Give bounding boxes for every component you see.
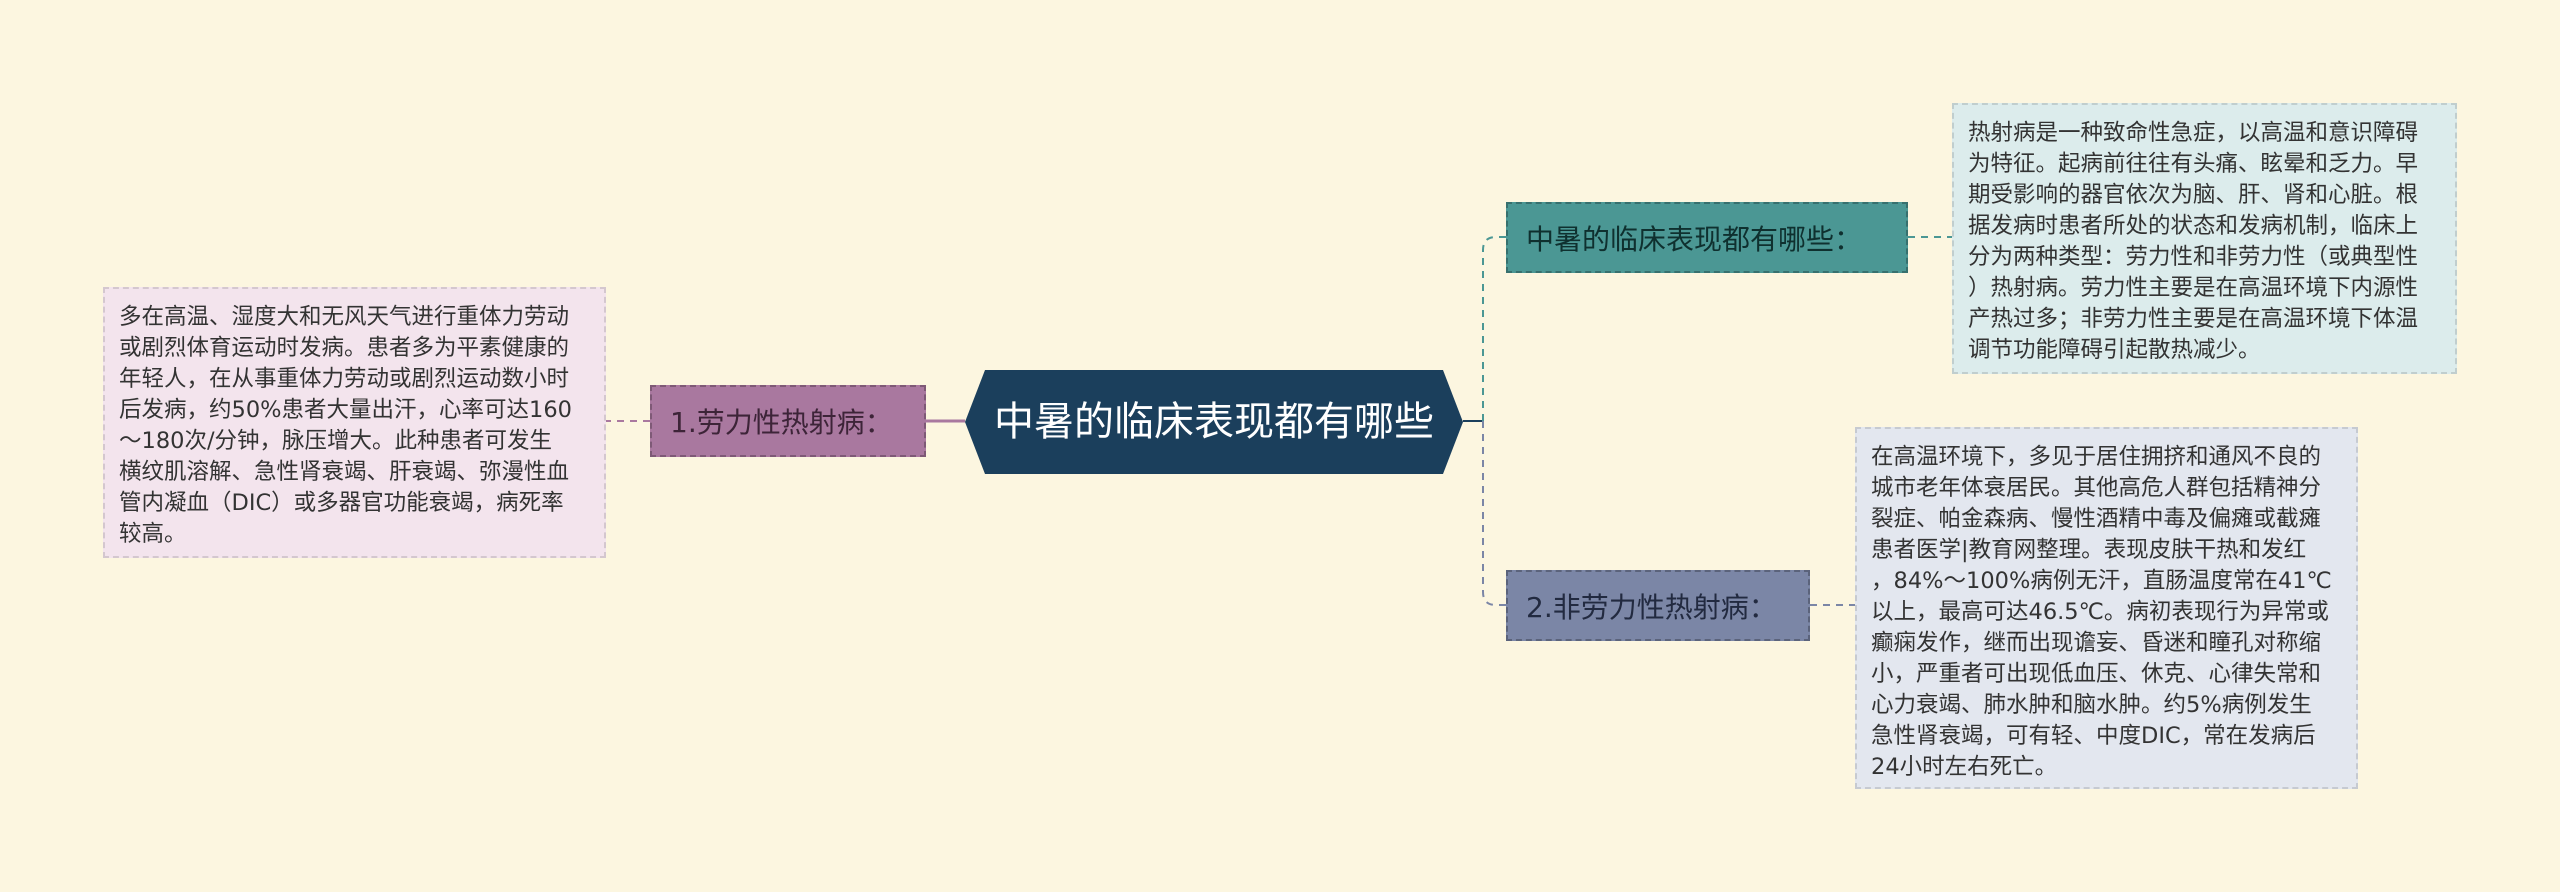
branch-label: 1.劳力性热射病： [670,406,893,439]
text-line: 年轻人，在从事重体力劳动或剧烈运动数小时 [119,366,570,392]
branch-exertional-heatstroke[interactable]: 1.劳力性热射病： [650,385,926,457]
text-line: 心力衰竭、肺水肿和脑水肿。约5%病例发生 [1871,692,2312,718]
text-line: 小，严重者可出现低血压、休克、心律失常和 [1871,661,2322,687]
text-line: 后发病，约50%患者大量出汗，心率可达160 [119,397,572,423]
text-line: 急性肾衰竭，可有轻、中度DIC，常在发病后 [1871,723,2316,749]
link-fork-top [1482,236,1506,421]
text-line: 产热过多；非劳力性主要是在高温环境下体温 [1968,306,2419,332]
text-line: 多在高温、湿度大和无风天气进行重体力劳动 [119,304,570,330]
text-line: 热射病是一种致命性急症，以高温和意识障碍 [1968,120,2419,146]
text-line: 管内凝血（DIC）或多器官功能衰竭，病死率 [119,490,564,516]
leaf-exertional-heatstroke-text[interactable]: 多在高温、湿度大和无风天气进行重体力劳动 或剧烈体育运动时发病。患者多为平素健康… [103,287,606,558]
branch-label: 中暑的临床表现都有哪些： [1526,222,1863,256]
text-line: 分为两种类型：劳力性和非劳力性（或典型性 [1968,244,2419,270]
branch-label: 2.非劳力性热射病： [1526,590,1777,624]
text-line: 城市老年体衰居民。其他高危人群包括精神分 [1871,475,2322,501]
text-line: 患者医学|教育网整理。表现皮肤干热和发红 [1871,537,2307,563]
text-line: 癫痫发作，继而出现谵妄、昏迷和瞳孔对称缩 [1871,630,2322,656]
text-line: 较高。 [119,521,187,547]
text-line: 据发病时患者所处的状态和发病机制，临床上 [1968,213,2419,239]
text-line: 期受影响的器官依次为脑、肝、肾和心脏。根 [1968,182,2419,208]
text-line: ～180次/分钟，脉压增大。此种患者可发生 [119,428,553,454]
text-line: 横纹肌溶解、急性肾衰竭、肝衰竭、弥漫性血 [119,459,570,485]
branch-clinical-manifestations[interactable]: 中暑的临床表现都有哪些： [1506,202,1908,273]
branch-nonexertional-heatstroke[interactable]: 2.非劳力性热射病： [1506,570,1810,641]
center-hexagon-shape [965,370,1463,474]
center-topic-label: 中暑的临床表现都有哪些 [994,399,1434,445]
link-fork-bottom [1482,421,1506,606]
text-line: 或剧烈体育运动时发病。患者多为平素健康的 [119,335,570,361]
text-line: 以上，最高可达46.5℃。病初表现行为异常或 [1871,599,2329,625]
text-line: 24小时左右死亡。 [1871,754,2058,780]
text-line: 调节功能障碍引起散热减少。 [1968,337,2261,363]
text-line: ，84%～100%病例无汗，直肠温度常在41℃ [1871,568,2332,594]
leaf-nonexertional-heatstroke-text[interactable]: 在高温环境下，多见于居住拥挤和通风不良的 城市老年体衰居民。其他高危人群包括精神… [1855,427,2358,789]
leaf-clinical-manifestations-text[interactable]: 热射病是一种致命性急症，以高温和意识障碍 为特征。起病前往往有头痛、眩晕和乏力。… [1952,103,2457,374]
text-line: ）热射病。劳力性主要是在高温环境下内源性 [1968,275,2419,301]
text-line: 裂症、帕金森病、慢性酒精中毒及偏瘫或截瘫 [1871,506,2322,532]
text-line: 在高温环境下，多见于居住拥挤和通风不良的 [1871,444,2322,470]
text-line: 为特征。起病前往往有头痛、眩晕和乏力。早 [1968,151,2419,177]
center-topic[interactable]: 中暑的临床表现都有哪些 [965,370,1463,474]
